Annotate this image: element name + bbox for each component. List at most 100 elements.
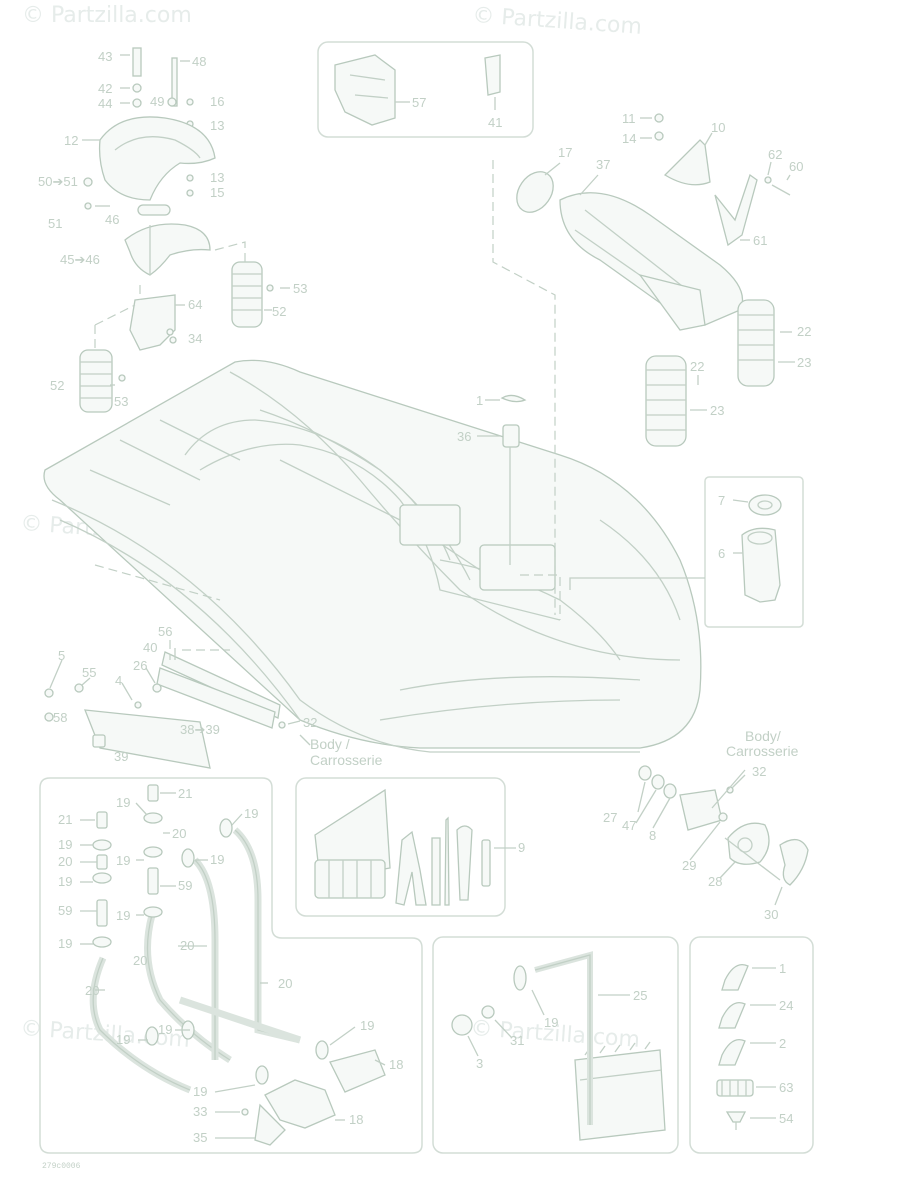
body-label: Body/ — [745, 728, 781, 744]
watermark-text: © Partzilla.com — [22, 3, 192, 28]
part-46-grip — [137, 204, 171, 216]
callout-41: 41 — [488, 115, 502, 130]
callout-36: 36 — [457, 429, 471, 444]
callout-44: 44 — [98, 96, 112, 111]
callout-61: 61 — [753, 233, 767, 248]
part-59-filter-a — [96, 899, 108, 927]
callout-51: 51 — [48, 216, 62, 231]
callout-19: 19 — [58, 936, 72, 951]
callout-31: 31 — [510, 1033, 524, 1048]
callout-19: 19 — [193, 1084, 207, 1099]
part-23-bellows-b — [645, 355, 687, 447]
part-48-bolt — [171, 57, 178, 107]
callout-52: 52 — [272, 304, 286, 319]
callout-23: 23 — [797, 355, 811, 370]
callout-19: 19 — [158, 1022, 172, 1037]
callout-1: 1 — [476, 393, 483, 408]
callout-14: 14 — [622, 131, 636, 146]
callout-5: 5 — [58, 648, 65, 663]
body-label: Carrosserie — [726, 743, 799, 759]
callout-21: 21 — [58, 812, 72, 827]
part-30-cover — [779, 838, 809, 886]
part-1-clip — [500, 394, 527, 403]
part-10-bracket — [663, 139, 711, 186]
part-57-bracket — [334, 54, 396, 126]
callout-22: 22 — [690, 359, 704, 374]
callout-19: 19 — [116, 853, 130, 868]
part-24-clamp — [718, 1001, 746, 1029]
box-57-41 — [317, 41, 534, 138]
body-label: Carrosserie — [310, 752, 383, 768]
callout-19: 19 — [58, 837, 72, 852]
part-52-bellows-b — [79, 349, 113, 413]
part-28-handle — [727, 822, 770, 865]
callout-54: 54 — [779, 1111, 793, 1126]
part-63-clip — [716, 1079, 754, 1097]
part-7-6-group — [569, 494, 782, 603]
intake-assembly — [492, 113, 791, 615]
part-41-clip — [484, 54, 501, 96]
part-19-clamp — [513, 965, 527, 991]
callout-63: 63 — [779, 1080, 793, 1095]
callout-20: 20 — [133, 953, 147, 968]
part-40-strip — [156, 667, 276, 729]
part-23-bellows-a — [737, 299, 775, 387]
pliers — [395, 830, 427, 906]
callout-58: 58 — [53, 710, 67, 725]
callout-35: 35 — [193, 1130, 207, 1145]
callout-12: 12 — [64, 133, 78, 148]
callout-59: 59 — [178, 878, 192, 893]
callout-25: 25 — [633, 988, 647, 1003]
part-43-bolt — [132, 47, 142, 77]
callout-3: 3 — [476, 1056, 483, 1071]
callout-33: 33 — [193, 1104, 207, 1119]
callout-19: 19 — [244, 806, 258, 821]
part-59-filter-b — [147, 867, 159, 895]
part-36-fitting — [502, 424, 520, 448]
callout-10: 10 — [711, 120, 725, 135]
part-8-plate — [679, 789, 723, 831]
part-57-41-group — [334, 54, 501, 126]
part-1-clamp — [721, 963, 749, 991]
part-39-clip — [92, 734, 106, 748]
watercraft-hull — [43, 359, 702, 753]
part-54-fastener — [725, 1111, 747, 1123]
diagram-code: 279c0006 — [42, 1162, 81, 1171]
callout-48: 48 — [192, 54, 206, 69]
callout-64: 64 — [188, 297, 202, 312]
callout-27: 27 — [603, 810, 617, 825]
part-52-bellows-a — [231, 261, 263, 328]
body-label: Body / — [310, 736, 350, 752]
fuel-lines-group — [89, 784, 386, 1146]
box-fuel-lines — [39, 777, 423, 1154]
callout-8: 8 — [649, 828, 656, 843]
callout-2: 2 — [779, 1036, 786, 1051]
callout-22: 22 — [797, 324, 811, 339]
steering-parts — [638, 765, 809, 886]
callout-7: 7 — [718, 493, 725, 508]
callout-37: 37 — [596, 157, 610, 172]
callout-19: 19 — [116, 795, 130, 810]
box-battery — [432, 936, 679, 1154]
wrench — [456, 825, 473, 901]
callout-59: 59 — [58, 903, 72, 918]
part-2-clamp — [718, 1038, 746, 1066]
handlebar-cover-assembly — [79, 47, 274, 413]
callout-13: 13 — [210, 170, 224, 185]
box-toolkit — [295, 777, 506, 917]
callout-21: 21 — [178, 786, 192, 801]
callout-18: 18 — [389, 1057, 403, 1072]
callout-20: 20 — [58, 854, 72, 869]
callout-47: 47 — [622, 818, 636, 833]
callout-26: 26 — [133, 658, 147, 673]
callout-53: 53 — [114, 394, 128, 409]
box-clamps — [689, 936, 814, 1154]
callout-16: 16 — [210, 94, 224, 109]
part-3-vent — [451, 1014, 473, 1036]
callout-43: 43 — [98, 49, 112, 64]
callout-19: 19 — [116, 908, 130, 923]
box-7-6 — [704, 476, 804, 628]
rubrail-parts — [44, 640, 311, 769]
callout-39: 39 — [114, 749, 128, 764]
part-56-strip — [161, 651, 281, 719]
